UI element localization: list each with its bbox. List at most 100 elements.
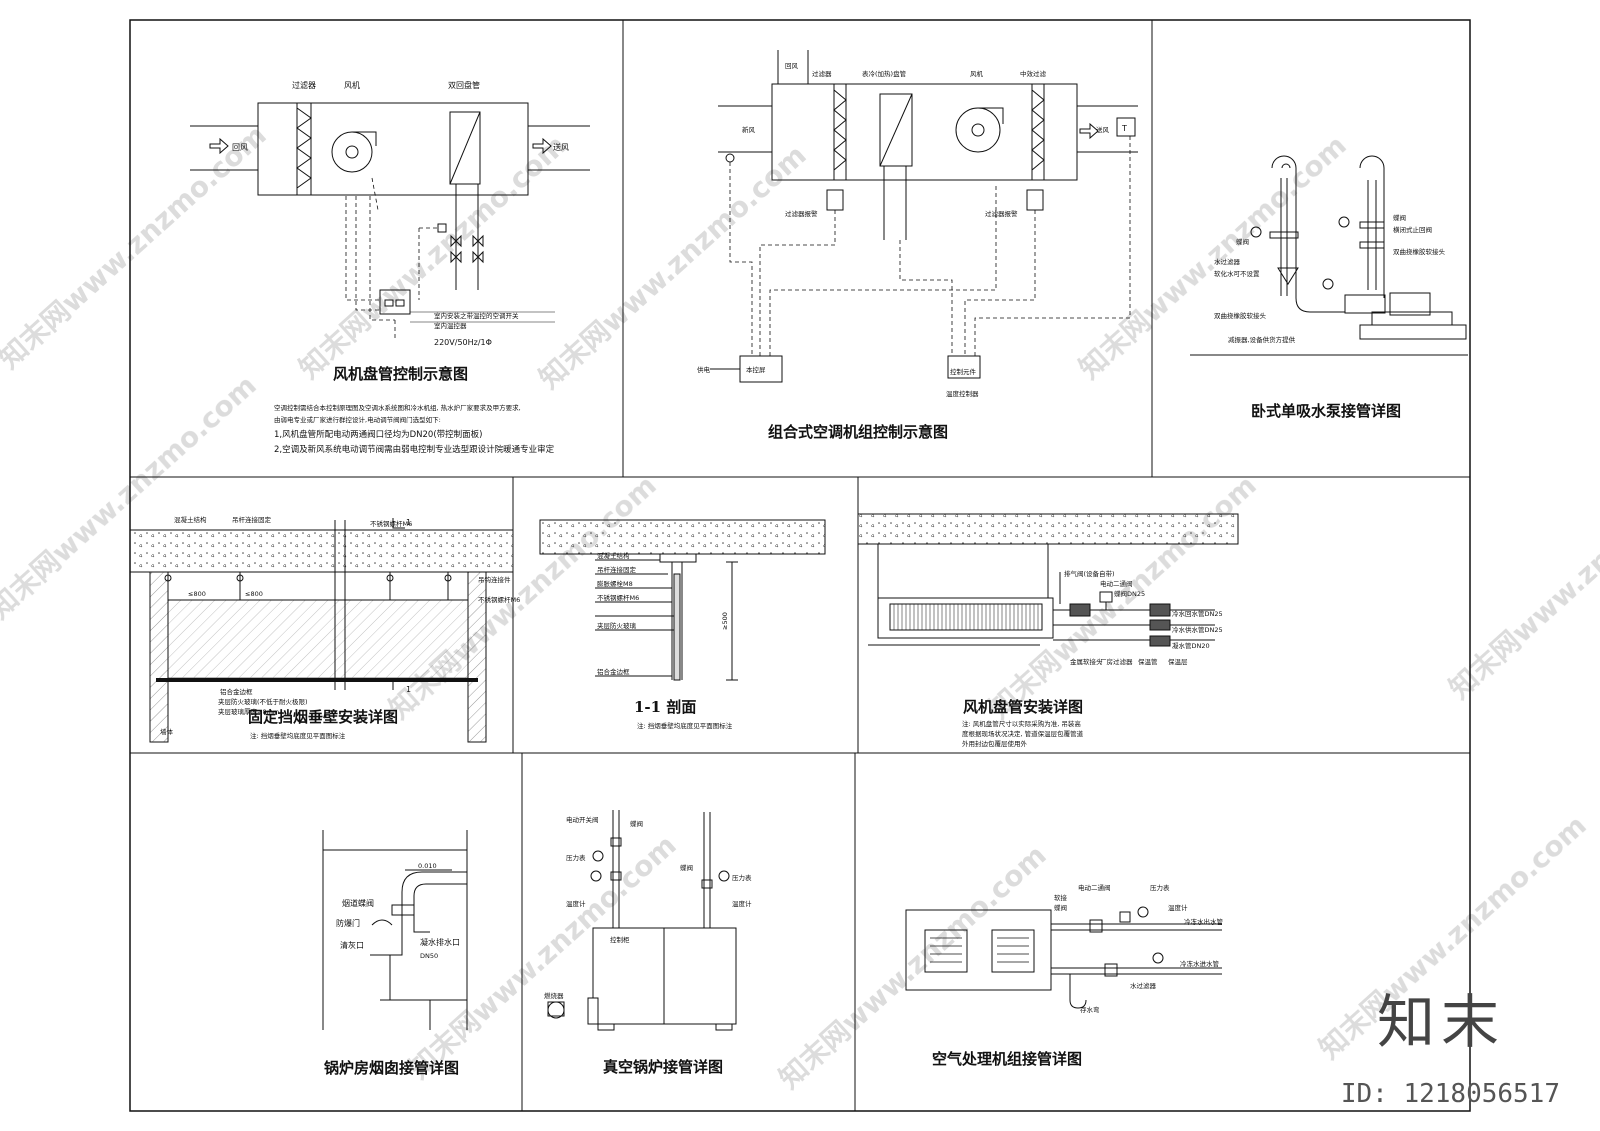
svg-text:控制柜: 控制柜	[610, 935, 630, 944]
svg-text:软接: 软接	[1054, 893, 1068, 902]
svg-text:注: 挡烟垂壁均底度见平面图标注: 注: 挡烟垂壁均底度见平面图标注	[637, 721, 733, 730]
svg-text:表冷(加热)盘管: 表冷(加热)盘管	[862, 69, 907, 78]
svg-text:知末网www.znzmo.com: 知末网www.znzmo.com	[0, 368, 263, 625]
svg-text:夹层防火玻璃: 夹层防火玻璃	[597, 621, 637, 630]
svg-text:回风: 回风	[232, 143, 248, 152]
svg-text:铝合金边框: 铝合金边框	[220, 687, 253, 696]
svg-text:知末网www.znzmo.com: 知末网www.znzmo.com	[1073, 128, 1353, 385]
svg-text:温度控制器: 温度控制器	[946, 389, 979, 398]
svg-text:温度计: 温度计	[732, 899, 752, 908]
svg-text:注: 挡烟垂壁均底度见平面图标注: 注: 挡烟垂壁均底度见平面图标注	[250, 731, 346, 740]
svg-text:双曲挠橡胶软接头: 双曲挠橡胶软接头	[1393, 247, 1446, 256]
svg-text:知末网www.znzmo.com: 知末网www.znzmo.com	[293, 128, 573, 385]
svg-text:220V/50Hz/1Φ: 220V/50Hz/1Φ	[434, 338, 492, 347]
panel-fcu-control: 过滤器 风机 双回盘管 回风 送风 室内安装之带温控的空调开关 室内温控器 22…	[190, 80, 590, 455]
svg-text:≥500: ≥500	[721, 612, 729, 630]
panel-section: 混凝土结构 吊杆连接固定 膨胀螺栓M8 不锈钢螺杆M6 夹层防火玻璃 铝合金边框…	[539, 519, 826, 730]
svg-text:0.010: 0.010	[418, 862, 437, 870]
svg-text:吊杆连接固定: 吊杆连接固定	[232, 515, 272, 524]
smoke-wall-title: 固定挡烟垂壁安装详图	[248, 708, 398, 726]
svg-text:存水弯: 存水弯	[1080, 1005, 1100, 1014]
svg-text:新风: 新风	[742, 125, 756, 134]
svg-text:冷水供水管DN25: 冷水供水管DN25	[1172, 625, 1223, 634]
svg-text:知末网www.znzmo.com: 知末网www.znzmo.com	[403, 828, 683, 1085]
svg-text:冷冻水进水管: 冷冻水进水管	[1180, 959, 1220, 968]
svg-text:知末网www.znzmo.com: 知末网www.znzmo.com	[0, 118, 273, 375]
svg-text:电动二通阀: 电动二通阀	[1078, 883, 1111, 892]
svg-text:2,空调及新风系统电动调节阀需由弱电控制专业选型跟设计院暖通: 2,空调及新风系统电动调节阀需由弱电控制专业选型跟设计院暖通专业审定	[274, 444, 555, 455]
svg-text:蝶阀: 蝶阀	[1393, 213, 1406, 222]
svg-text:风机: 风机	[970, 69, 984, 78]
svg-text:夹层防火玻璃(不低于耐火极限): 夹层防火玻璃(不低于耐火极限)	[218, 697, 308, 706]
ahu-control-title: 组合式空调机组控制示意图	[768, 423, 948, 441]
svg-text:电动二通阀: 电动二通阀	[1100, 579, 1133, 588]
svg-text:不锈钢螺杆M6: 不锈钢螺杆M6	[370, 519, 412, 528]
panel-chimney: 0.010 烟道蝶阀 防爆门 清灰口 凝水排水口 DN50 锅炉房烟囱接管详图	[322, 830, 468, 1077]
svg-text:风机: 风机	[344, 80, 360, 90]
svg-text:水过滤器: 水过滤器	[1214, 257, 1241, 266]
svg-text:1: 1	[406, 685, 411, 694]
svg-text:注: 风机盘管尺寸以实际采购为准, 吊装高: 注: 风机盘管尺寸以实际采购为准, 吊装高	[962, 719, 1081, 728]
svg-text:吊钩连接件: 吊钩连接件	[478, 575, 511, 584]
boiler-title: 真空锅炉接管详图	[603, 1058, 723, 1076]
svg-text:双回盘管: 双回盘管	[448, 80, 480, 90]
section-title: 1-1 剖面	[634, 698, 696, 716]
svg-text:蝶阀DN25: 蝶阀DN25	[1114, 589, 1145, 598]
svg-text:防爆门: 防爆门	[336, 918, 360, 928]
svg-text:铝合金边框: 铝合金边框	[597, 667, 630, 676]
svg-text:温度计: 温度计	[1168, 903, 1188, 912]
svg-text:1,风机盘管所配电动两通阀口径均为DN20(带控制面板): 1,风机盘管所配电动两通阀口径均为DN20(带控制面板)	[274, 429, 482, 440]
svg-text:≤800: ≤800	[188, 590, 206, 598]
panel-boiler: 电动开关阀 蝶阀 压力表 温度计 蝶阀 压力表 温度计 控制柜 燃烧器 真空锅炉…	[544, 810, 752, 1076]
svg-text:排气阀(设备自带): 排气阀(设备自带)	[1064, 569, 1115, 578]
svg-text:保温层: 保温层	[1168, 657, 1188, 666]
svg-text:送风: 送风	[553, 142, 569, 152]
svg-text:送风: 送风	[1096, 125, 1110, 134]
svg-text:厂房过滤器: 厂房过滤器	[1100, 657, 1133, 666]
svg-text:冷冻水出水管: 冷冻水出水管	[1184, 917, 1224, 926]
svg-text:过滤器报警: 过滤器报警	[785, 209, 818, 218]
svg-text:蝶阀: 蝶阀	[680, 863, 693, 872]
svg-text:吊杆连接固定: 吊杆连接固定	[597, 565, 637, 574]
svg-text:过滤器报警: 过滤器报警	[985, 209, 1018, 218]
svg-text:清灰口: 清灰口	[340, 940, 364, 950]
panel-air-handler: 软接 蝶阀 电动二通阀 压力表 温度计 冷冻水出水管 冷冻水进水管 水过滤器 存…	[905, 883, 1224, 1068]
svg-text:压力表: 压力表	[732, 873, 752, 882]
svg-text:1: 1	[406, 518, 411, 527]
panel-ahu-control: 回风 过滤器 表冷(加热)盘管 风机 中效过滤 新风 送风 T 过滤器报警 过滤…	[697, 50, 1138, 441]
panel-smoke-wall: 混凝土结构 吊杆连接固定 不锈钢螺杆M6 吊钩连接件 不锈钢螺杆M6 ≤800 …	[129, 515, 520, 743]
svg-text:混凝土结构: 混凝土结构	[597, 551, 630, 560]
air-handler-title: 空气处理机组接管详图	[932, 1050, 1082, 1068]
svg-text:双曲挠橡胶软接头: 双曲挠橡胶软接头	[1214, 311, 1267, 320]
svg-text:室内温控器: 室内温控器	[434, 321, 467, 330]
svg-text:蝶阀: 蝶阀	[1236, 237, 1249, 246]
pump-title: 卧式单吸水泵接管详图	[1251, 402, 1401, 420]
svg-text:减振器,设备供货方提供: 减振器,设备供货方提供	[1228, 335, 1296, 344]
svg-text:膨胀螺栓M8: 膨胀螺栓M8	[597, 579, 633, 588]
svg-text:室内安装之带温控的空调开关: 室内安装之带温控的空调开关	[434, 311, 519, 320]
svg-text:过滤器: 过滤器	[812, 69, 832, 78]
svg-text:金属软接头: 金属软接头	[1070, 657, 1103, 666]
svg-text:凝水排水口: 凝水排水口	[420, 937, 460, 947]
svg-text:混凝土结构: 混凝土结构	[174, 515, 207, 524]
svg-text:凝水管DN20: 凝水管DN20	[1172, 641, 1210, 650]
fcu-install-title: 风机盘管安装详图	[963, 698, 1083, 716]
svg-text:知末网www.znzmo.com: 知末网www.znzmo.com	[533, 138, 813, 395]
chimney-title: 锅炉房烟囱接管详图	[324, 1059, 459, 1077]
svg-text:横闭式止回阀: 横闭式止回阀	[1393, 225, 1432, 234]
svg-text:软化水可不设置: 软化水可不设置	[1214, 269, 1260, 278]
svg-text:蝶阀: 蝶阀	[630, 819, 643, 828]
svg-text:度根据现场状况决定, 管道保温层包覆管道: 度根据现场状况决定, 管道保温层包覆管道	[962, 729, 1084, 738]
svg-text:外用封边包覆层使用外: 外用封边包覆层使用外	[962, 739, 1028, 748]
panel-pump: 蝶阀 蝶阀 横闭式止回阀 双曲挠橡胶软接头 水过滤器 软化水可不设置 双曲挠橡胶…	[1190, 155, 1468, 420]
svg-text:蝶阀: 蝶阀	[1054, 903, 1067, 912]
svg-text:燃烧器: 燃烧器	[544, 991, 564, 1000]
svg-text:墙体: 墙体	[160, 727, 174, 736]
svg-text:不锈钢螺杆M6: 不锈钢螺杆M6	[478, 595, 520, 604]
brand-watermark: 知末	[1376, 988, 1505, 1056]
svg-text:T: T	[1121, 124, 1127, 133]
svg-text:烟道蝶阀: 烟道蝶阀	[342, 898, 374, 908]
svg-text:压力表: 压力表	[566, 853, 586, 862]
svg-text:保温管: 保温管	[1138, 657, 1158, 666]
svg-text:≤800: ≤800	[245, 590, 263, 598]
